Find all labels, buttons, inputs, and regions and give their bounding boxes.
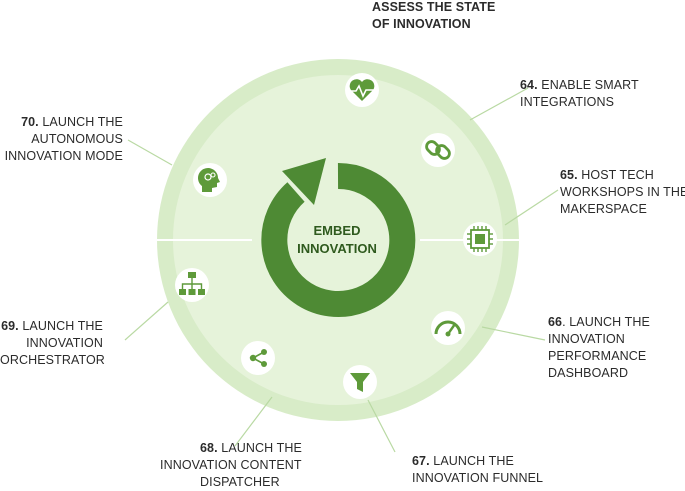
connector-65 bbox=[504, 189, 559, 226]
label-70-number: 70. bbox=[21, 115, 39, 129]
icon-badge-69 bbox=[175, 268, 209, 302]
icon-badge-assess bbox=[345, 73, 379, 107]
connector-69 bbox=[124, 301, 169, 341]
label-69-line2: INNOVATION bbox=[26, 336, 103, 350]
label-65-line3: MAKERSPACE bbox=[560, 202, 647, 216]
label-68-line3: DISPATCHER bbox=[200, 475, 280, 489]
connector-70 bbox=[127, 139, 173, 166]
label-69: 69. LAUNCH THE INNOVATION ORCHESTRATOR bbox=[0, 318, 105, 369]
heart-pulse-icon bbox=[349, 79, 375, 101]
icon-badge-66 bbox=[431, 311, 465, 345]
connector-67 bbox=[367, 399, 396, 453]
label-69-line1: LAUNCH THE bbox=[22, 319, 103, 333]
connector-64 bbox=[469, 87, 529, 121]
center-title: EMBED INNOVATION bbox=[282, 222, 392, 258]
icon-badge-70 bbox=[193, 163, 227, 197]
label-67: 67. LAUNCH THE INNOVATION FUNNEL bbox=[412, 453, 543, 487]
center-title-line1: EMBED bbox=[313, 223, 361, 238]
label-assess-line2: OF INNOVATION bbox=[372, 17, 471, 31]
label-68: 68. LAUNCH THE INNOVATION CONTENT DISPAT… bbox=[160, 440, 302, 491]
label-66-number: 66 bbox=[548, 315, 563, 329]
label-assess: ASSESS THE STATE OF INNOVATION bbox=[372, 0, 495, 33]
label-65: 65. HOST TECH WORKSHOPS IN THE MAKERSPAC… bbox=[560, 167, 685, 218]
icon-badge-65 bbox=[463, 222, 497, 256]
label-69-number: 69. bbox=[1, 319, 19, 333]
label-64: 64. ENABLE SMART INTEGRATIONS bbox=[520, 77, 639, 111]
label-64-number: 64. bbox=[520, 78, 538, 92]
label-65-line2: WORKSHOPS IN THE bbox=[560, 185, 685, 199]
icon-badge-68 bbox=[241, 341, 275, 375]
label-66-line4: DASHBOARD bbox=[548, 366, 629, 380]
label-70-line2: AUTONOMOUS bbox=[31, 132, 123, 146]
label-66-line1: . LAUNCH THE bbox=[562, 315, 650, 329]
icon-badge-67 bbox=[343, 365, 377, 399]
brain-head-icon bbox=[197, 168, 220, 192]
label-65-number: 65. bbox=[560, 168, 578, 182]
label-68-line1: LAUNCH THE bbox=[221, 441, 302, 455]
share-nodes-icon bbox=[249, 349, 267, 367]
label-70-line1: LAUNCH THE bbox=[42, 115, 123, 129]
label-67-number: 67. bbox=[412, 454, 430, 468]
inner-disk bbox=[173, 75, 503, 405]
connector-68 bbox=[234, 396, 273, 447]
label-66-line2: INNOVATION bbox=[548, 332, 625, 346]
funnel-icon bbox=[350, 373, 370, 392]
label-68-line2: INNOVATION CONTENT bbox=[160, 458, 302, 472]
connector-66 bbox=[481, 326, 546, 341]
label-70: 70. LAUNCH THE AUTONOMOUS INNOVATION MOD… bbox=[0, 114, 123, 165]
label-67-line2: INNOVATION FUNNEL bbox=[412, 471, 544, 485]
label-70-line3: INNOVATION MODE bbox=[4, 149, 123, 163]
label-67-line1: LAUNCH THE bbox=[433, 454, 514, 468]
speedometer-icon bbox=[434, 320, 462, 337]
icon-badge-64 bbox=[421, 133, 455, 167]
label-assess-line1: ASSESS THE STATE bbox=[372, 0, 496, 14]
cycle-arrow-head bbox=[282, 158, 326, 205]
center-title-line2: INNOVATION bbox=[297, 241, 377, 256]
label-64-line1: ENABLE SMART bbox=[541, 78, 639, 92]
connectors bbox=[124, 87, 559, 453]
label-65-line1: HOST TECH bbox=[581, 168, 654, 182]
label-66: 66. LAUNCH THE INNOVATION PERFORMANCE DA… bbox=[548, 314, 650, 382]
org-chart-icon bbox=[179, 272, 205, 295]
label-66-line3: PERFORMANCE bbox=[548, 349, 647, 363]
chain-link-icon bbox=[425, 140, 451, 160]
label-69-line3: ORCHESTRATOR bbox=[0, 353, 105, 367]
cycle-arrow-ring bbox=[261, 162, 416, 317]
label-68-number: 68. bbox=[200, 441, 218, 455]
microchip-icon bbox=[467, 226, 493, 252]
label-64-line2: INTEGRATIONS bbox=[520, 95, 615, 109]
